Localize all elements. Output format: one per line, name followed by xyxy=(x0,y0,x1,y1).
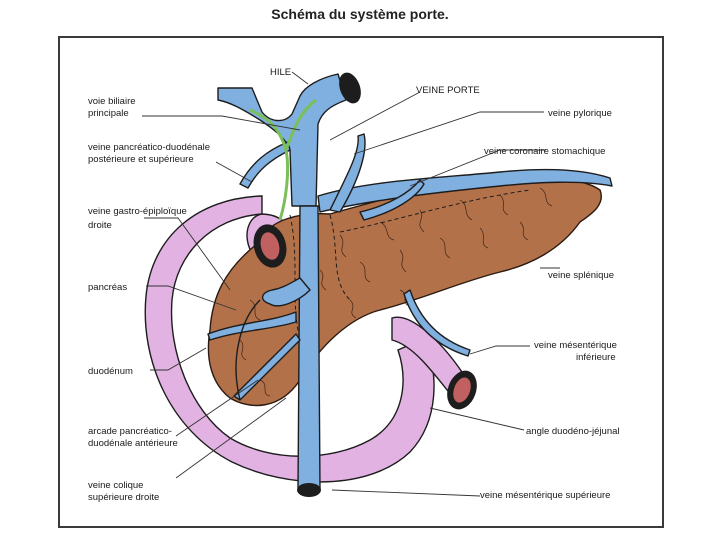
leader-lines xyxy=(142,71,560,497)
bile-duct xyxy=(249,98,317,221)
label-colique-1: veine colique xyxy=(88,480,143,491)
duodenum-bulb-inner xyxy=(260,232,280,260)
label-mesenterique-sup: veine mésentérique supérieure xyxy=(480,490,610,501)
portal-vein xyxy=(207,72,613,497)
label-duodenum: duodénum xyxy=(88,366,133,377)
label-gastro-epiploique-1: veine gastro-épiploïque xyxy=(88,206,187,217)
label-splenique: veine splénique xyxy=(548,270,614,281)
label-pancreatico-duod-post-2: postérieure et supérieure xyxy=(88,154,194,165)
label-pylorique: veine pylorique xyxy=(548,108,612,119)
label-veine-porte: VEINE PORTE xyxy=(416,85,480,96)
label-arcade-2: duodénale antérieure xyxy=(88,438,178,449)
mesenteric-sup-lumen xyxy=(297,483,321,497)
label-mesenterique-inf-2: inférieure xyxy=(576,352,616,363)
portal-hilum-lumen xyxy=(339,72,361,104)
label-mesenterique-inf-1: veine mésentérique xyxy=(534,340,617,351)
diagram-frame xyxy=(58,36,664,528)
diagram-title: Schéma du système porte. xyxy=(271,6,449,22)
label-pancreatico-duod-post-1: veine pancréatico-duodénale xyxy=(88,142,210,153)
label-gastro-epiploique-2: droite xyxy=(88,220,112,231)
label-pancreas: pancréas xyxy=(88,282,127,293)
jejunum-lumen-inner xyxy=(453,377,471,403)
label-colique-2: supérieure droite xyxy=(88,492,159,503)
label-hile: HILE xyxy=(270,67,291,78)
label-coronaire: veine coronaire stomachique xyxy=(484,146,605,157)
label-voie-biliaire-2: principale xyxy=(88,108,129,119)
label-voie-biliaire-1: voie biliaire xyxy=(88,96,136,107)
label-arcade-1: arcade pancréatico- xyxy=(88,426,172,437)
label-angle: angle duodéno-jéjunal xyxy=(526,426,620,437)
